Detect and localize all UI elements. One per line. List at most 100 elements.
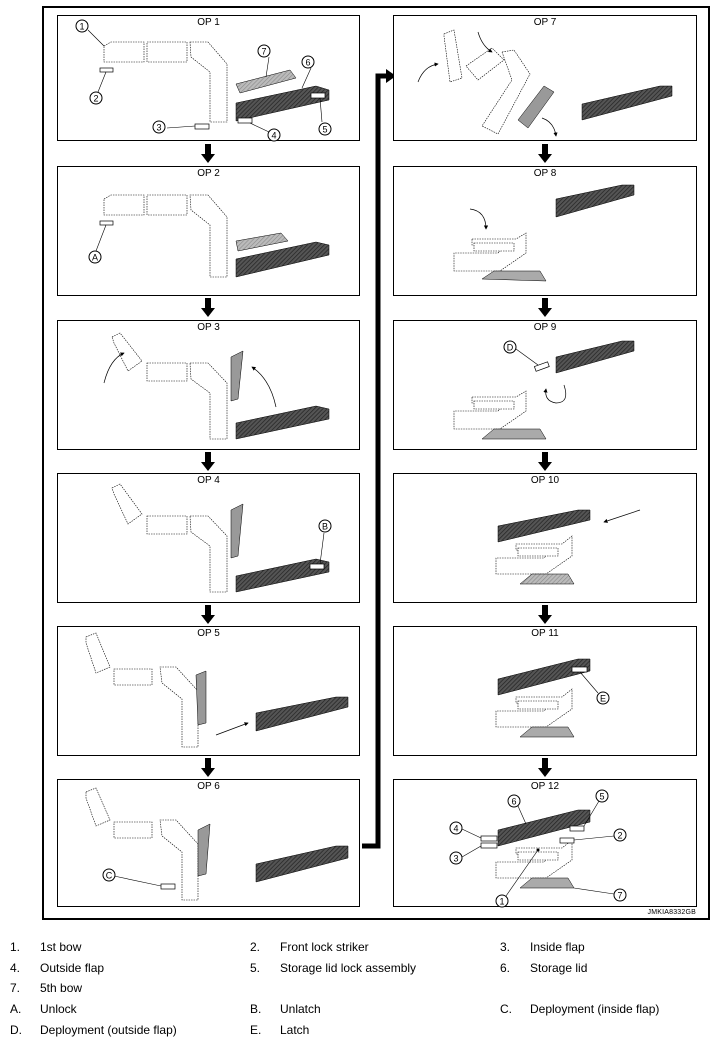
callout-4: 4: [267, 128, 281, 142]
panel-title: OP 6: [197, 781, 220, 792]
callout-2: 2: [613, 828, 627, 842]
figure-code: JMKIA8332GB: [647, 909, 696, 916]
panel-op11: OP 11 E: [393, 626, 697, 756]
svg-text:3: 3: [453, 854, 458, 864]
legend-text: Unlock: [40, 1002, 77, 1016]
svg-text:A: A: [92, 253, 98, 263]
arrow-op10-op11: [538, 605, 552, 624]
legend-text: Storage lid lock assembly: [280, 961, 417, 975]
callout-7: 7: [613, 888, 627, 902]
panel-op9: OP 9 D: [393, 320, 697, 450]
panel-title: OP 5: [197, 628, 220, 639]
legend-text: 1st bow: [40, 940, 82, 954]
panel-op7: OP 7: [393, 15, 697, 141]
callout-C: C: [102, 868, 116, 882]
legend-key: 1.: [10, 940, 21, 954]
svg-text:2: 2: [93, 94, 98, 104]
svg-text:7: 7: [261, 47, 266, 57]
svg-text:B: B: [322, 522, 328, 532]
legend-key: 3.: [500, 940, 511, 954]
svg-text:3: 3: [156, 123, 161, 133]
arrow-op4-op5: [201, 605, 215, 624]
panel-title: OP 2: [197, 168, 220, 179]
callout-B: B: [318, 519, 332, 533]
op11-drawing: E: [495, 658, 610, 738]
panel-op8: OP 8: [393, 166, 697, 296]
callout-1: 1: [75, 19, 89, 33]
op5-drawing: [85, 632, 349, 748]
svg-text:5: 5: [599, 792, 604, 802]
arrow-op3-op4: [201, 452, 215, 471]
callout-4: 4: [449, 821, 463, 835]
arrow-op8-op9: [538, 298, 552, 317]
svg-text:E: E: [600, 694, 606, 704]
callout-3: 3: [449, 851, 463, 865]
legend-text: Front lock striker: [280, 940, 369, 954]
legend-text: 5th bow: [40, 981, 83, 995]
op6-drawing: C: [85, 787, 349, 901]
panel-op4: OP 4 B: [57, 473, 360, 603]
callout-7: 7: [257, 44, 271, 58]
op10-drawing: [495, 509, 641, 585]
op9-drawing: D: [453, 340, 635, 440]
panel-op5: OP 5: [57, 626, 360, 756]
panel-op12: OP 12 4 3 6 5 2 1 7: [393, 779, 697, 908]
legend-key: 5.: [250, 961, 261, 975]
legend-key: D.: [10, 1023, 22, 1037]
diagram-frame: OP 1 1 2 3 7 6 4 5: [42, 6, 710, 920]
legend-text: Latch: [280, 1023, 310, 1037]
callout-A: A: [88, 250, 102, 264]
svg-text:4: 4: [271, 131, 276, 141]
svg-text:1: 1: [499, 897, 504, 907]
svg-text:7: 7: [617, 891, 622, 901]
callout-E: E: [596, 691, 610, 705]
callout-5: 5: [318, 122, 332, 136]
op7-drawing: [417, 29, 673, 137]
arrow-op2-op3: [201, 298, 215, 317]
callout-6: 6: [301, 55, 315, 69]
panel-title: OP 7: [533, 17, 557, 28]
legend-key: 6.: [500, 961, 511, 975]
svg-text:C: C: [106, 871, 113, 881]
callout-5: 5: [595, 789, 609, 803]
panel-title: OP 10: [530, 475, 560, 486]
arrow-op9-op10: [538, 452, 552, 471]
arrow-op11-op12: [538, 758, 552, 777]
svg-text:5: 5: [322, 125, 327, 135]
legend-key: A.: [10, 1002, 22, 1016]
legend-text: Deployment (outside flap): [40, 1023, 177, 1037]
arrow-op7-op8: [538, 144, 552, 163]
arrow-op1-op2: [201, 144, 215, 163]
callout-3: 3: [152, 120, 166, 134]
op3-drawing: [103, 332, 330, 440]
svg-text:6: 6: [305, 58, 310, 68]
svg-text:2: 2: [617, 831, 622, 841]
op8-drawing: [453, 184, 635, 282]
panel-op10: OP 10: [393, 473, 697, 603]
legend-text: Unlatch: [280, 1002, 321, 1016]
callout-2: 2: [89, 91, 103, 105]
column-connector-arrow: [362, 69, 396, 849]
op1-drawing: 1 2 3 7 6 4 5: [75, 19, 332, 142]
arrow-op5-op6: [201, 758, 215, 777]
legend-key: 7.: [10, 981, 21, 995]
panel-op1: OP 1 1 2 3 7 6 4 5: [57, 15, 360, 142]
panel-op6: OP 6 C: [57, 779, 360, 907]
panel-title: OP 1: [197, 17, 220, 28]
legend-text: Outside flap: [40, 961, 105, 975]
legend-key: C.: [500, 1002, 512, 1016]
callout-1: 1: [495, 894, 509, 908]
legend-key: B.: [250, 1002, 262, 1016]
legend-key: 2.: [250, 940, 261, 954]
op2-drawing: A: [88, 194, 330, 278]
legend-text: Storage lid: [530, 961, 588, 975]
panel-title: OP 4: [197, 475, 220, 486]
panel-title: OP 11: [531, 628, 559, 639]
svg-text:4: 4: [453, 824, 458, 834]
legend: 1.1st bow 2.Front lock striker 3.Inside …: [0, 934, 718, 1044]
panel-title: OP 12: [530, 781, 560, 792]
legend-text: Deployment (inside flap): [530, 1002, 660, 1016]
legend-key: E.: [250, 1023, 262, 1037]
callout-D: D: [503, 340, 517, 354]
panel-title: OP 9: [533, 322, 557, 333]
